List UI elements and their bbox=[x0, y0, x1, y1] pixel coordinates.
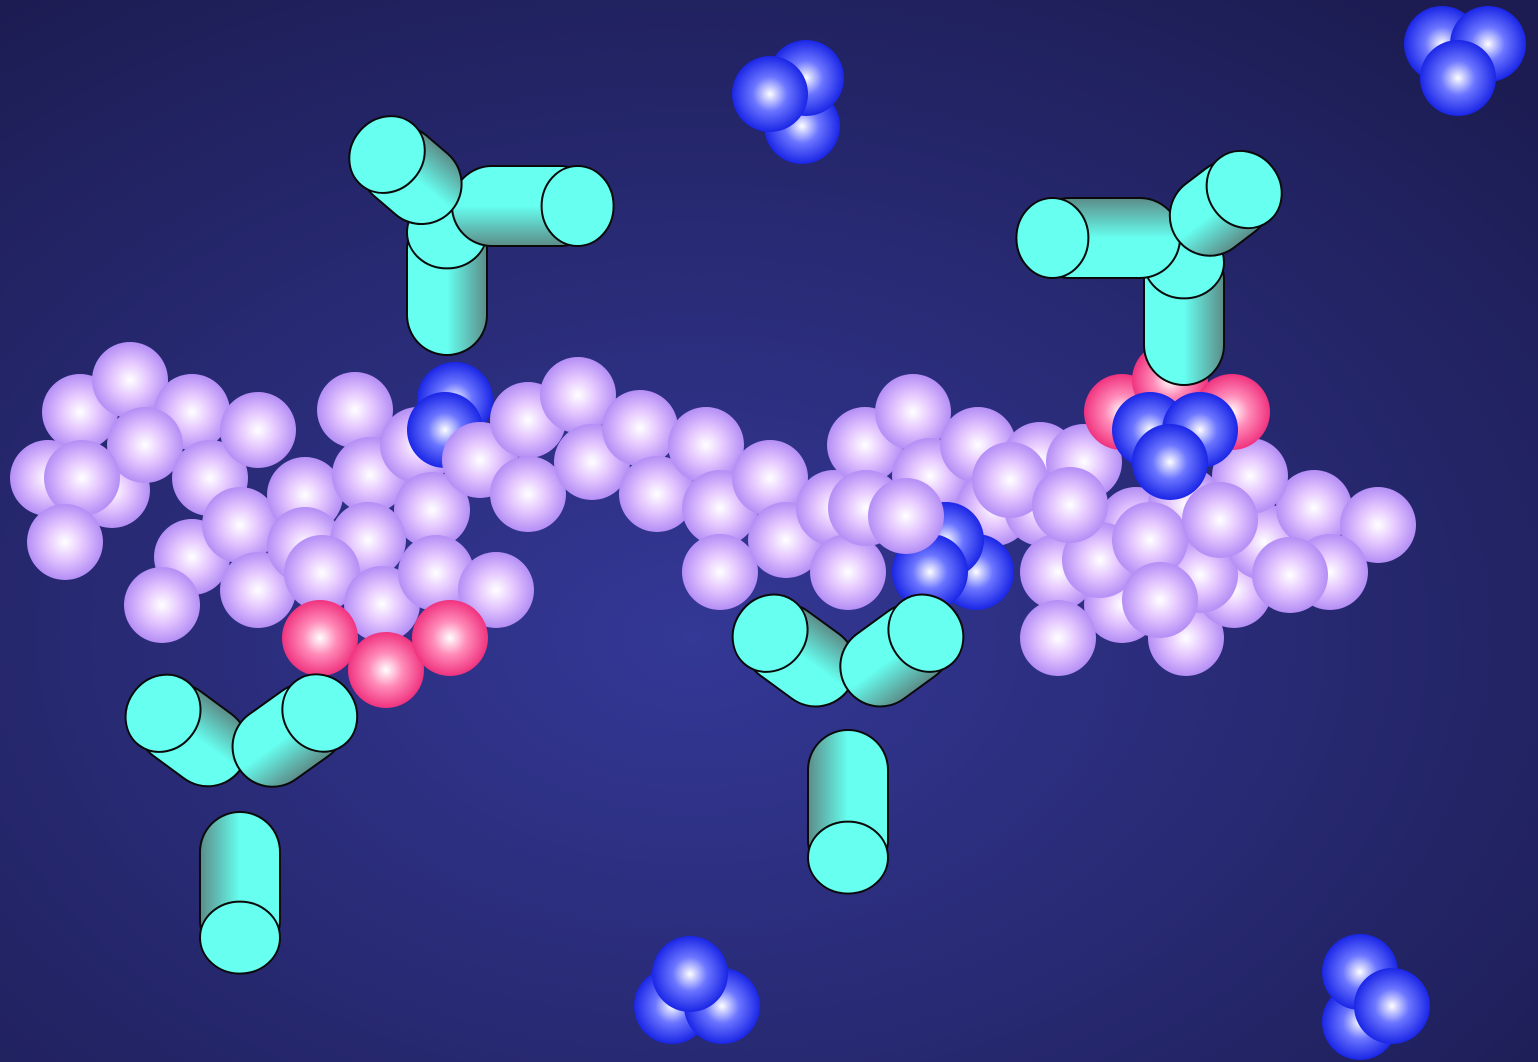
blue-sphere bbox=[652, 936, 728, 1012]
antibody-arm bbox=[348, 115, 463, 226]
lilac-sphere bbox=[220, 552, 296, 628]
lilac-sphere bbox=[682, 534, 758, 610]
lilac-sphere bbox=[124, 567, 200, 643]
antigen-cluster-center bbox=[682, 374, 1122, 610]
lilac-sphere bbox=[394, 472, 470, 548]
lilac-sphere bbox=[619, 456, 695, 532]
antibody-arm bbox=[124, 673, 249, 788]
blue-sphere bbox=[1354, 968, 1430, 1044]
lilac-sphere bbox=[1182, 482, 1258, 558]
lilac-sphere bbox=[398, 535, 474, 611]
lilac-sphere bbox=[1020, 600, 1096, 676]
antibody-stem bbox=[199, 811, 281, 975]
free-antigen-bottom-right bbox=[1322, 934, 1430, 1060]
antibody-top-left bbox=[348, 115, 615, 356]
magenta-sphere bbox=[282, 600, 358, 676]
lilac-sphere bbox=[540, 357, 616, 433]
blue-sphere bbox=[1420, 40, 1496, 116]
free-antigen-top-center bbox=[732, 40, 844, 164]
antibody-arm bbox=[1015, 197, 1181, 279]
lilac-sphere bbox=[732, 440, 808, 516]
lilac-sphere bbox=[27, 504, 103, 580]
lilac-sphere bbox=[1032, 467, 1108, 543]
antibody-stem bbox=[807, 729, 889, 895]
lilac-sphere bbox=[1112, 502, 1188, 578]
antibody-bottom-center bbox=[731, 593, 965, 895]
lilac-sphere bbox=[1276, 470, 1352, 546]
lilac-sphere bbox=[44, 440, 120, 516]
lilac-sphere bbox=[220, 392, 296, 468]
antibody-arm bbox=[231, 673, 359, 788]
free-antigen-bottom-center bbox=[634, 936, 760, 1044]
lilac-sphere bbox=[668, 407, 744, 483]
antigen-cluster-left bbox=[10, 342, 744, 708]
lilac-sphere bbox=[317, 372, 393, 448]
magenta-sphere bbox=[412, 600, 488, 676]
lilac-sphere bbox=[458, 552, 534, 628]
lilac-sphere bbox=[92, 342, 168, 418]
lilac-sphere bbox=[1252, 537, 1328, 613]
lilac-sphere bbox=[202, 487, 278, 563]
antibody-top-right bbox=[1015, 149, 1283, 386]
antibody-arm bbox=[451, 165, 615, 247]
lilac-sphere bbox=[490, 456, 566, 532]
lilac-sphere bbox=[810, 534, 886, 610]
lilac-sphere bbox=[1340, 487, 1416, 563]
antibody-arm bbox=[1168, 149, 1283, 257]
blue-sphere bbox=[1132, 424, 1208, 500]
antibody-arm bbox=[839, 593, 965, 708]
magenta-sphere bbox=[348, 632, 424, 708]
blue-sphere bbox=[732, 56, 808, 132]
lilac-sphere bbox=[1122, 562, 1198, 638]
free-antigen-top-right bbox=[1404, 6, 1526, 116]
antigen-cluster-right bbox=[972, 342, 1416, 676]
lilac-sphere bbox=[972, 442, 1048, 518]
antibody-bottom-left bbox=[124, 673, 359, 975]
lilac-sphere bbox=[107, 407, 183, 483]
lilac-sphere bbox=[868, 478, 944, 554]
lilac-sphere bbox=[875, 374, 951, 450]
lilac-sphere bbox=[284, 535, 360, 611]
lilac-sphere bbox=[602, 390, 678, 466]
